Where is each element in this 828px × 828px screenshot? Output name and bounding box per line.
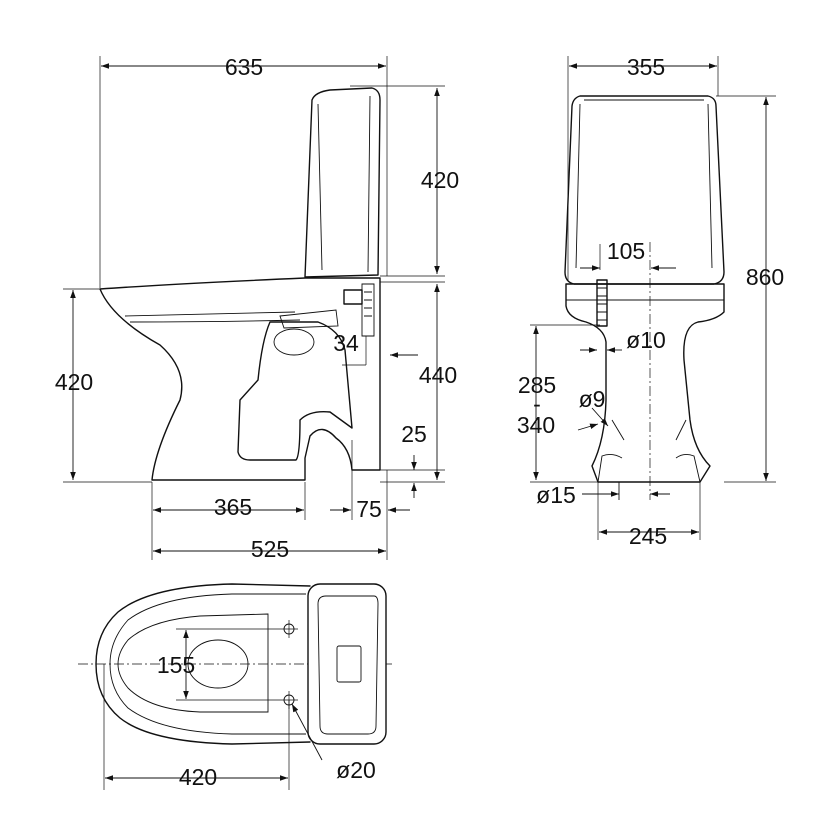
- top-bolt-crosshairs: [280, 620, 298, 709]
- front-inlet-threads: [597, 287, 607, 321]
- dim-label-outlet-offset: 75: [356, 496, 382, 522]
- dim-label-front-width: 355: [627, 54, 665, 80]
- dim-label-outlet-height: 25: [401, 421, 427, 447]
- side-inlet-pipe: [361, 283, 375, 337]
- dim-label-outlet-diameter: ø15: [536, 482, 576, 508]
- side-extension-lines: [63, 56, 445, 560]
- dim-label-bolt-hole-diameter: ø20: [336, 757, 376, 783]
- dim-label-front-inlet-offset: 105: [607, 238, 645, 264]
- dim-label-range-low: 285: [518, 372, 556, 398]
- top-bowl: [95, 583, 311, 745]
- side-view: 635 420 420 34 440 25 365 75 525: [55, 54, 459, 562]
- dim-line-20: [291, 703, 323, 761]
- dim-label-pipe-diameter: ø10: [626, 327, 666, 353]
- dim-label-tank-height: 420: [421, 167, 459, 193]
- front-view: 355 860 105 ø10 285 - 340 ø9 ø15 245: [517, 54, 784, 549]
- front-bowl: [565, 283, 725, 483]
- dim-label-inlet-offset: 34: [333, 330, 359, 356]
- dim-label-outlet-spacing: 245: [629, 523, 667, 549]
- dim-label-bolt-diameter: ø9: [579, 386, 606, 412]
- dim-label-range-high: 340: [517, 412, 555, 438]
- side-inlet-valve: [343, 289, 363, 305]
- dim-label-inlet-height: 440: [419, 362, 457, 388]
- side-tank-inner: [317, 95, 371, 273]
- top-tank-lid: [317, 595, 379, 735]
- dim-label-range-dash: -: [533, 391, 541, 417]
- dim-label-bolt-distance: 420: [179, 764, 217, 790]
- dim-label-overall-height: 860: [746, 264, 784, 290]
- side-rim-opening: [273, 328, 315, 356]
- dim-label-bolt-spacing: 155: [157, 652, 195, 678]
- dim-line-9: [591, 407, 609, 427]
- top-extension-lines: [103, 628, 290, 790]
- dim-label-635: 635: [225, 54, 263, 80]
- front-inlet-valve: [596, 279, 608, 327]
- dim-label-depth: 525: [251, 536, 289, 562]
- front-extension-lines: [530, 56, 776, 540]
- side-tank: [304, 87, 381, 278]
- front-bowl-lines: [566, 299, 724, 483]
- top-tank: [307, 583, 387, 745]
- top-bowl-rim: [109, 593, 306, 735]
- side-bowl: [99, 277, 381, 481]
- top-seat: [117, 613, 269, 713]
- side-trapway: [124, 311, 301, 323]
- front-tank-inner: [575, 99, 713, 269]
- dim-label-bowl-to-outlet: 365: [214, 494, 252, 520]
- top-view: 155 420 ø20: [78, 583, 392, 790]
- side-trap: [237, 321, 353, 461]
- dim-label-seat-height: 420: [55, 369, 93, 395]
- dim-line-340-leader: [577, 423, 599, 431]
- side-flush-link: [279, 309, 339, 329]
- top-flush-button: [336, 645, 362, 683]
